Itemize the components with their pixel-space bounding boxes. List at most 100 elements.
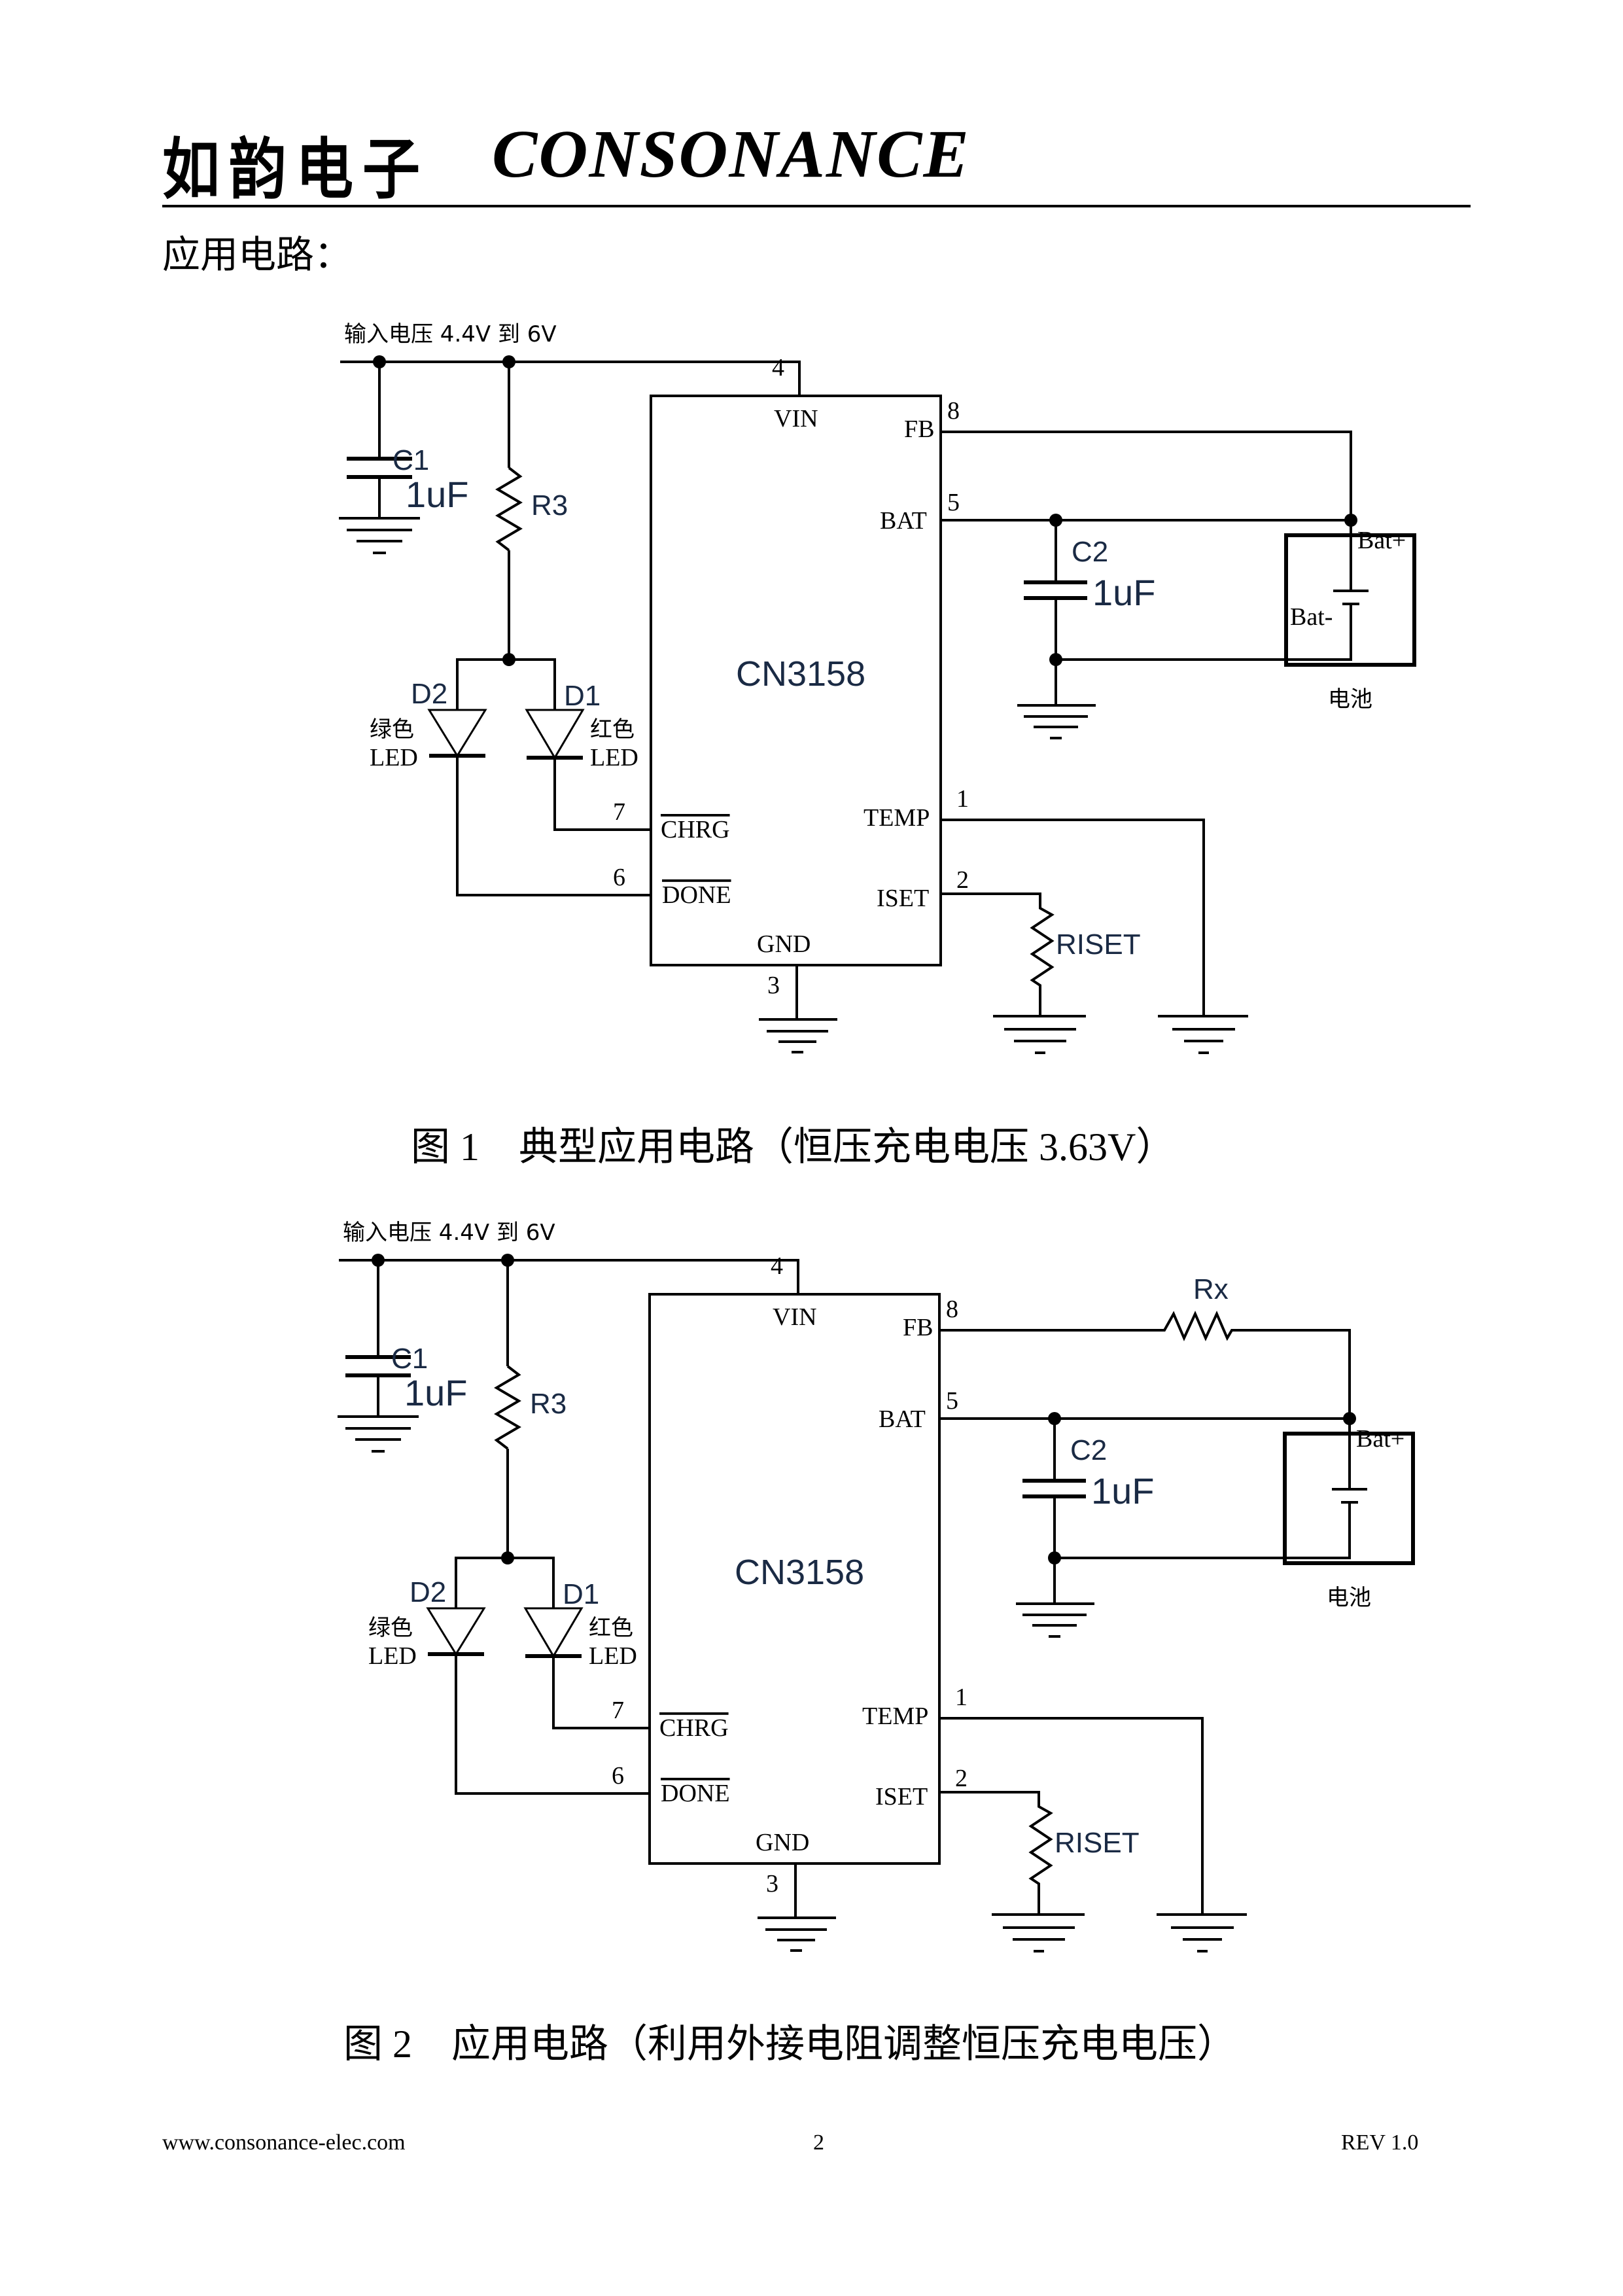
d1-type-label: LED xyxy=(589,1642,637,1670)
figure-1-caption: 图 1 典型应用电路（恒压充电电压 3.63V） xyxy=(411,1125,1176,1169)
pin-num-vin: 4 xyxy=(772,354,784,381)
pin-num-gnd: 3 xyxy=(766,1870,778,1898)
input-voltage-label: 输入电压 4.4V 到 6V xyxy=(343,1220,555,1246)
pin-num-gnd: 3 xyxy=(767,972,780,999)
pin-label-chrg: CHRG xyxy=(661,816,730,843)
input-supply-net: 输入电压 4.4V 到 6V xyxy=(340,321,801,396)
capacitor-c2: C2 1uF xyxy=(1022,1419,1155,1604)
led-d1-red: D1 红色 LED xyxy=(508,1557,650,1729)
pin-label-vin: VIN xyxy=(774,405,818,433)
section-title: 应用电路： xyxy=(162,232,353,277)
pin-label-bat: BAT xyxy=(880,507,927,535)
resistor-r3: R3 xyxy=(494,1260,567,1564)
d1-ref: D1 xyxy=(564,680,601,712)
pin-label-fb: FB xyxy=(904,415,934,443)
pin-label-iset: ISET xyxy=(877,885,929,912)
d1-color-label: 红色 xyxy=(589,1615,633,1641)
pin-label-chrg: CHRG xyxy=(659,1714,729,1742)
pin-num-temp: 1 xyxy=(955,1684,968,1711)
battery-pos-label: Bat+ xyxy=(1356,1425,1405,1453)
pin-label-iset: ISET xyxy=(875,1783,928,1810)
d1-type-label: LED xyxy=(590,744,638,771)
ground-icon xyxy=(1017,704,1096,739)
d2-color-label: 绿色 xyxy=(370,716,414,743)
pin-num-iset: 2 xyxy=(955,1765,968,1792)
capacitor-c1: C1 1uF xyxy=(347,362,469,518)
pin-label-gnd: GND xyxy=(756,1829,809,1856)
d2-color-label: 绿色 xyxy=(368,1615,413,1641)
battery-label: 电池 xyxy=(1328,686,1372,713)
c1-value: 1uF xyxy=(406,474,469,515)
riset-ref: RISET xyxy=(1056,928,1141,961)
d2-type-label: LED xyxy=(368,1642,417,1670)
pin-num-fb: 8 xyxy=(947,397,960,425)
battery-neg-label: Bat- xyxy=(1290,603,1333,631)
footer-revision: REV 1.0 xyxy=(1341,2130,1419,2155)
pin-label-fb: FB xyxy=(903,1314,933,1341)
ground-icon xyxy=(339,517,420,554)
riset-ref: RISET xyxy=(1055,1827,1140,1859)
temp-net xyxy=(941,819,1248,1054)
brand-english-name: CONSONANCE xyxy=(492,116,970,192)
temp-net xyxy=(939,1717,1247,1952)
d2-ref: D2 xyxy=(410,1576,446,1608)
rx-ref: Rx xyxy=(1193,1273,1229,1305)
chip-cn3158: CN3158 4 VIN FB 8 BAT 5 TEMP 1 ISET 2 CH… xyxy=(613,354,969,999)
schematic-figure-2: 输入电压 4.4V 到 6V C1 1uF R3 D2 绿 xyxy=(338,1220,1415,1952)
pin-num-vin: 4 xyxy=(771,1252,783,1280)
input-voltage-label: 输入电压 4.4V 到 6V xyxy=(344,321,557,347)
resistor-rx: Rx xyxy=(939,1273,1351,1419)
c1-ref: C1 xyxy=(393,444,429,476)
ground-icon xyxy=(758,1863,836,1952)
battery-pack: Bat+ 电池 xyxy=(1055,1419,1415,1611)
pin-num-iset: 2 xyxy=(956,866,969,894)
pin-label-temp: TEMP xyxy=(862,1703,928,1730)
d1-color-label: 红色 xyxy=(590,716,635,743)
r3-ref: R3 xyxy=(530,1388,567,1420)
chip-name: CN3158 xyxy=(736,654,865,694)
pin-num-bat: 5 xyxy=(947,489,960,516)
ground-icon xyxy=(759,965,837,1053)
ground-icon xyxy=(338,1415,419,1453)
battery-label: 电池 xyxy=(1327,1585,1371,1611)
pin-num-done: 6 xyxy=(613,864,625,891)
pin-num-chrg: 7 xyxy=(613,798,625,826)
d2-type-label: LED xyxy=(370,744,418,771)
chip-cn3158: CN3158 4 VIN FB 8 BAT 5 TEMP 1 ISET 2 CH… xyxy=(612,1252,968,1898)
capacitor-c1: C1 1uF xyxy=(345,1260,468,1417)
resistor-r3: R3 xyxy=(495,362,568,666)
footer-page-number: 2 xyxy=(813,2130,824,2155)
c1-value: 1uF xyxy=(404,1372,468,1413)
pin-num-temp: 1 xyxy=(956,785,969,813)
c2-value: 1uF xyxy=(1091,1470,1155,1511)
d1-ref: D1 xyxy=(563,1578,599,1610)
pin-label-done: DONE xyxy=(661,1780,730,1807)
c1-ref: C1 xyxy=(391,1343,428,1375)
resistor-riset: RISET xyxy=(941,892,1141,1054)
figure-2-caption: 图 2 应用电路（利用外接电阻调整恒压充电电压） xyxy=(343,2022,1236,2066)
chip-name: CN3158 xyxy=(735,1553,864,1592)
pin-num-chrg: 7 xyxy=(612,1697,624,1724)
battery-pack: Bat+ Bat- 电池 xyxy=(1056,520,1416,713)
c2-ref: C2 xyxy=(1072,536,1108,568)
header-divider xyxy=(162,205,1471,207)
c2-value: 1uF xyxy=(1092,572,1156,613)
brand-chinese-name: 如韵电子 xyxy=(162,130,430,209)
pin-num-fb: 8 xyxy=(946,1296,958,1323)
pin-label-gnd: GND xyxy=(757,930,811,958)
c2-ref: C2 xyxy=(1070,1434,1107,1466)
footer-website-link[interactable]: www.consonance-elec.com xyxy=(162,2130,406,2155)
schematic-figure-1-right: Bat+ Bat- 电池 RISET xyxy=(941,520,1416,1054)
pin-label-bat: BAT xyxy=(879,1405,926,1433)
pin-label-done: DONE xyxy=(662,881,731,909)
d2-ref: D2 xyxy=(411,678,447,710)
pin-num-bat: 5 xyxy=(946,1387,958,1415)
resistor-riset: RISET xyxy=(939,1791,1140,1952)
pin-label-temp: TEMP xyxy=(864,804,930,832)
r3-ref: R3 xyxy=(531,489,568,521)
capacitor-c2: C2 1uF xyxy=(1024,520,1156,705)
led-d2-green: D2 绿色 LED xyxy=(370,658,651,896)
led-d1-red: D1 红色 LED xyxy=(509,658,651,831)
pin-num-done: 6 xyxy=(612,1762,624,1790)
ground-icon xyxy=(1016,1602,1094,1638)
